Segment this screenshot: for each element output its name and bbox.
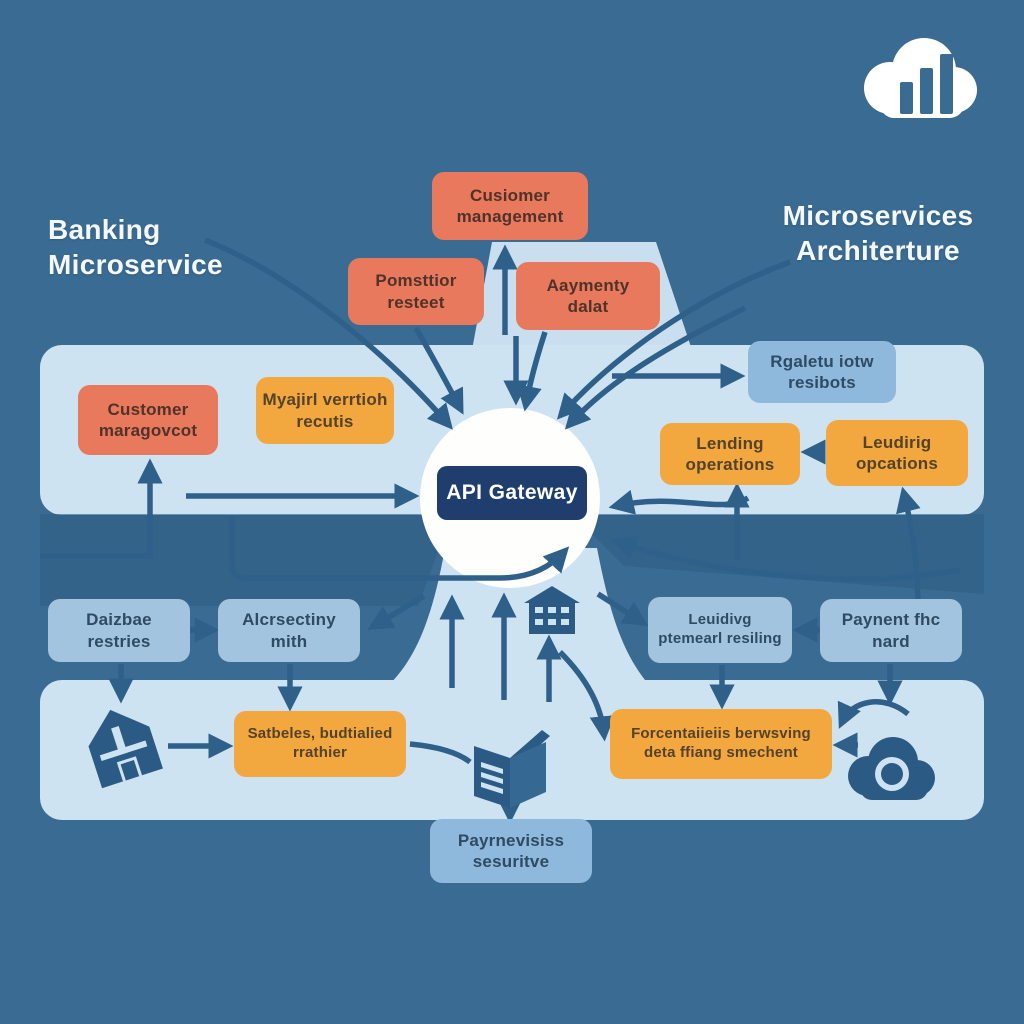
house-3d-icon [88, 709, 163, 789]
cloud-bars-icon [864, 38, 977, 118]
right-shadow-wedge [572, 514, 984, 594]
node-pomsttior-resteet: Pomsttior resteet [348, 258, 484, 325]
node-satbeles-rrathier: Satbeles, budtialied rrathier [234, 711, 406, 777]
node-rgaletu-resibots: Rgaletu iotw resibots [748, 341, 896, 403]
node-forcentaiieiis-smechent: Forcentaiieiis berwsving deta ffiang sme… [610, 709, 832, 779]
node-customer-maragovcot: Customer maragovcot [78, 385, 218, 455]
node-lending-operations: Lending operations [660, 423, 800, 485]
diagram-title-right: Microservices Architerture [782, 200, 974, 266]
node-leudirig-opcations: Leudirig opcations [826, 420, 968, 486]
node-myajirl-verrtioh: Myajirl verrtioh recutis [256, 377, 394, 444]
arrow-group [40, 237, 961, 824]
left-shadow-wedge [40, 514, 452, 606]
node-aaymenty-dalat: Aaymenty dalat [516, 262, 660, 330]
node-daizbae-restries: Daizbae restries [48, 599, 190, 662]
node-leuidivg-resiling: Leuidivg ptemearl resiling [648, 597, 792, 663]
node-paynent-nard: Paynent fhc nard [820, 599, 962, 662]
node-payrnevisiss-sesuritve: Payrnevisiss sesuritve [430, 819, 592, 883]
node-customer-management: Cusiomer management [432, 172, 588, 240]
cloud-lens-icon [848, 737, 935, 800]
open-book-icon [474, 730, 550, 808]
diagram-title-left: Banking Microservice [48, 214, 223, 280]
node-alcrsectiny-mith: Alcrsectiny mith [218, 599, 360, 662]
bank-building-icon [524, 586, 580, 634]
api-gateway-node: API Gateway [437, 466, 587, 520]
